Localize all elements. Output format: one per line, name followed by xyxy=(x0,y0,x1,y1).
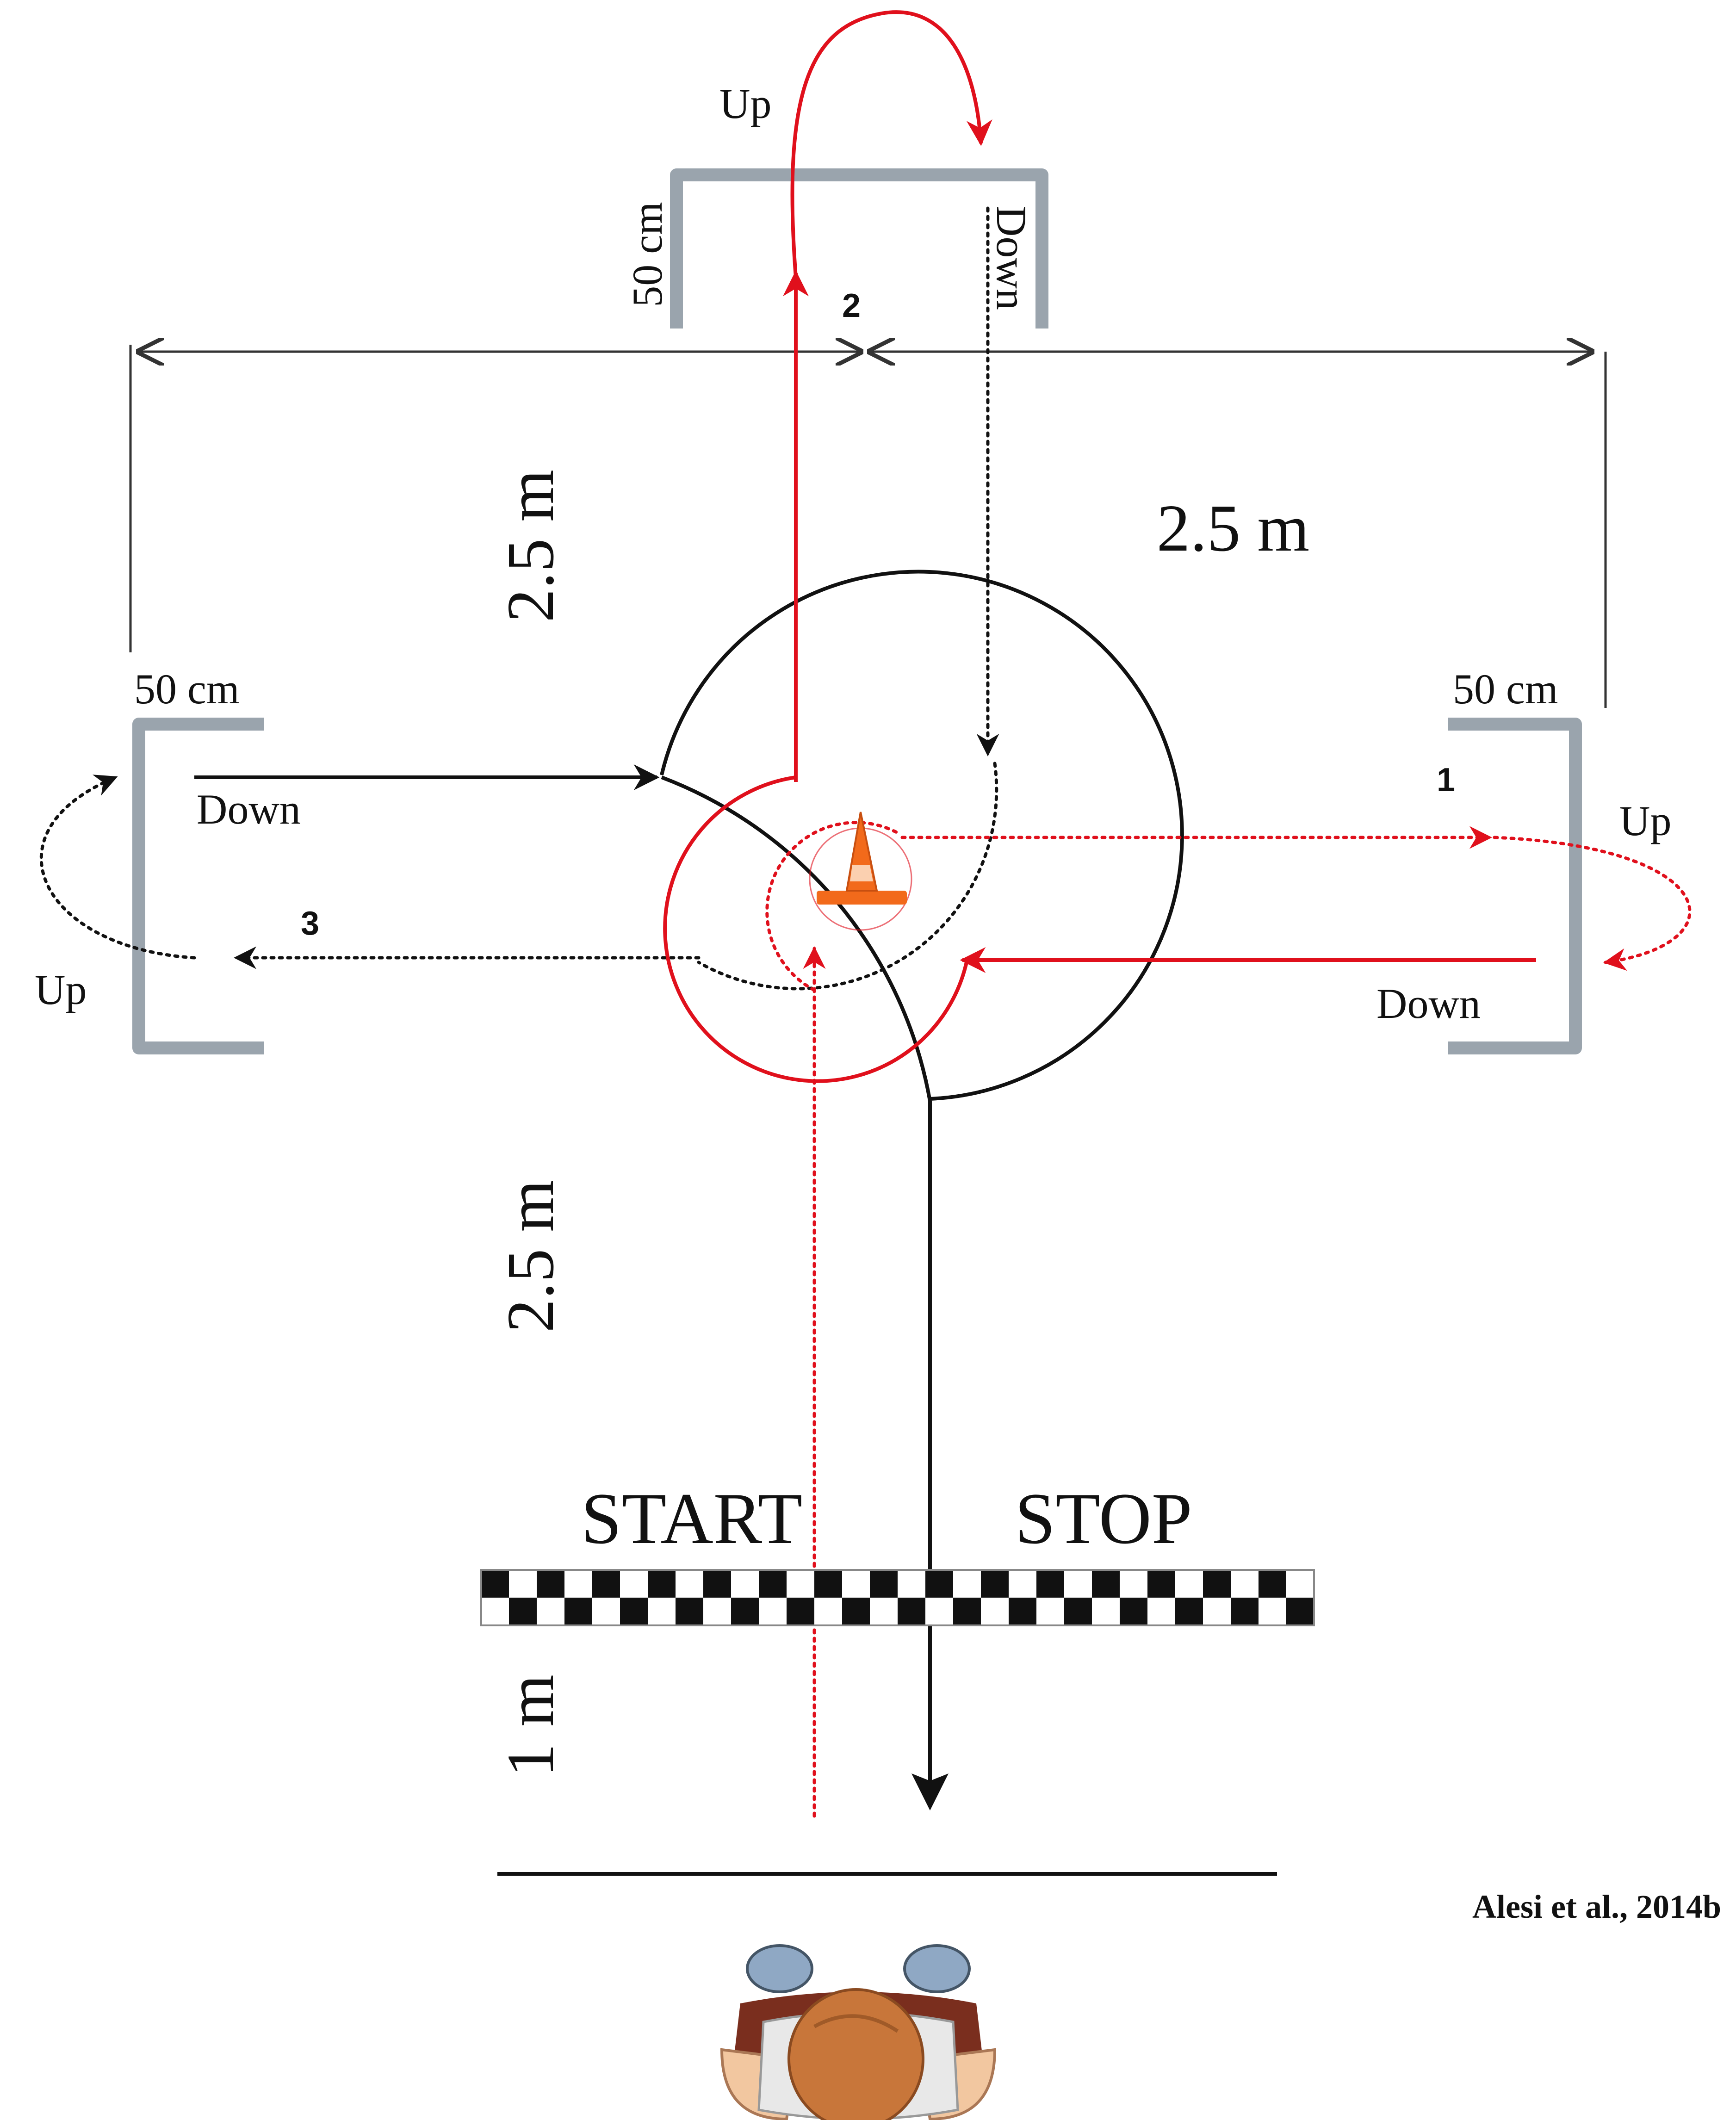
hurdle-right-height-label: 50 cm xyxy=(1453,665,1558,713)
right-up-label: Up xyxy=(1619,797,1671,844)
checkered-line-icon xyxy=(480,1569,1315,1626)
top-up-label: Up xyxy=(719,80,771,127)
hurdle-left-height-label: 50 cm xyxy=(134,665,239,713)
dim-label-bottom: 2.5 m xyxy=(494,1180,568,1333)
red-dotted-loop-right xyxy=(1493,836,1692,971)
red-dotted-path xyxy=(765,821,1692,1818)
red-dotted-cone-spiral xyxy=(765,821,899,992)
step-number-3: 3 xyxy=(301,905,319,942)
red-inner-arc xyxy=(663,775,969,1083)
red-solid-path xyxy=(663,10,1536,1083)
start-label: START xyxy=(581,1478,802,1559)
hurdle-top-height-label: 50 cm xyxy=(624,202,671,307)
black-dotted-loop-left xyxy=(39,775,196,960)
black-dotted-inner-arc xyxy=(697,762,998,991)
left-up-label: Up xyxy=(35,966,87,1013)
step-number-1: 1 xyxy=(1437,762,1455,799)
dimension-lines xyxy=(129,345,1607,708)
right-down-label: Down xyxy=(1376,980,1481,1027)
dim-label-top-right: 2.5 m xyxy=(1157,491,1309,565)
stop-label: STOP xyxy=(1015,1478,1192,1559)
red-loop-over-top-hurdle xyxy=(790,10,992,278)
top-down-label: Down xyxy=(988,206,1035,310)
black-dotted-path xyxy=(39,206,999,991)
dim-label-top-left: 2.5 m xyxy=(494,470,568,622)
hurdle-left xyxy=(132,718,264,1054)
outer-circle xyxy=(661,775,932,1102)
citation-label: Alesi et al., 2014b xyxy=(1472,1888,1721,1925)
left-down-label: Down xyxy=(197,786,301,833)
child-top-view-icon xyxy=(720,1944,997,2120)
step-number-2: 2 xyxy=(842,287,861,324)
traffic-cone-icon xyxy=(809,812,912,931)
hurdle-top xyxy=(670,168,1048,329)
outer-circle-arc xyxy=(660,570,1184,1101)
dim-label-one-meter: 1 m xyxy=(494,1674,568,1777)
hurdle-right xyxy=(1448,718,1582,1054)
